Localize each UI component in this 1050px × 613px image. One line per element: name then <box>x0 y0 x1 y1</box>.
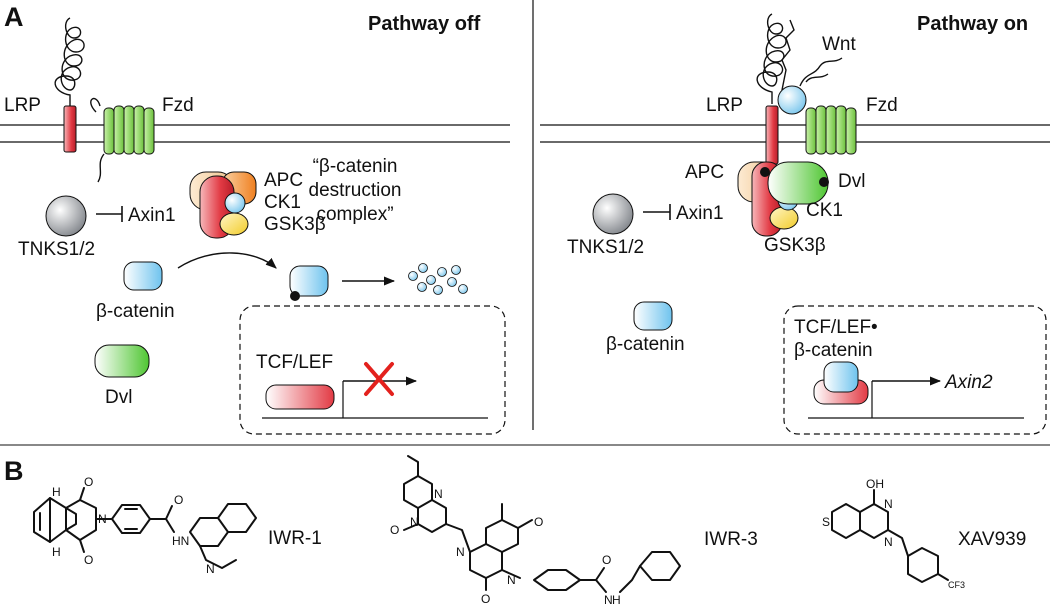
xav939-atom-cf3: CF3 <box>948 580 965 590</box>
axin2-gene-label: Axin2 <box>944 372 993 393</box>
apc-label-on: APC <box>685 162 724 183</box>
pathway-off-label: Pathway off <box>368 13 481 35</box>
ck1-label-on: CK1 <box>806 200 843 221</box>
wnt-label: Wnt <box>822 34 857 55</box>
complex-caption-line-2: destruction <box>309 180 402 201</box>
xav939-atom-n2: N <box>884 535 893 549</box>
lrp-receptor-on <box>765 105 779 165</box>
tnks-protein-on <box>592 193 634 235</box>
iwr1-structure: H H O O N O HN N IWR-1 <box>33 475 322 576</box>
iwr3-name: IWR-3 <box>704 529 758 550</box>
iwr1-name: IWR-1 <box>268 528 322 549</box>
iwr1-atom-n-imide: N <box>98 512 107 526</box>
phosphorylation-arrow <box>177 252 277 269</box>
dvl-protein <box>94 344 150 378</box>
beta-catenin-label-on: β-catenin <box>606 334 685 355</box>
tnks-label: TNKS1/2 <box>18 239 95 260</box>
xav939-structure: OH S N N CF3 XAV939 <box>822 477 1026 590</box>
dvl-label: Dvl <box>105 387 132 408</box>
beta-catenin-label: β-catenin <box>96 301 175 322</box>
iwr3-atom-2: O <box>390 523 399 537</box>
tcf-beta-catenin-complex <box>813 361 869 405</box>
iwr1-atom-h-bottom: H <box>52 545 61 559</box>
iwr3-atom-5: N <box>507 573 516 587</box>
iwr1-atom-o-top: O <box>84 475 93 489</box>
tcf-complex-label-line-1: TCF/LEF• <box>794 317 878 338</box>
iwr1-atom-h-top: H <box>52 485 61 499</box>
iwr1-atom-o-amide: O <box>174 493 183 507</box>
iwr3-atom-3: N <box>456 545 465 559</box>
complex-caption-line-1: “β-catenin <box>313 156 398 177</box>
iwr3-structure: N N O N O N O O N H IWR-3 <box>390 455 758 607</box>
axin-label-on: Axin1 <box>676 203 724 224</box>
beta-catenin-protein <box>123 261 163 291</box>
tcf-label: TCF/LEF <box>256 352 333 373</box>
iwr1-atom-o-bottom: O <box>84 553 93 567</box>
pathway-on-label: Pathway on <box>917 13 1028 35</box>
lrp-receptor <box>63 105 77 153</box>
xav939-atom-n1: N <box>884 497 893 511</box>
dvl-label-on: Dvl <box>838 171 865 192</box>
axin-label: Axin1 <box>128 205 176 226</box>
iwr3-atom-7: O <box>602 553 611 567</box>
iwr3-atom-1: N <box>434 487 443 501</box>
panel-b-letter: B <box>4 456 24 486</box>
iwr3-atom-8: N <box>604 593 613 607</box>
tnks-protein <box>45 195 87 237</box>
apc-label: APC <box>264 170 303 191</box>
phospho-beta-catenin <box>289 265 329 301</box>
iwr3-atom-6: O <box>481 592 490 606</box>
gsk-label: GSK3β <box>264 214 326 235</box>
gene-promoter-on <box>808 376 1024 419</box>
beta-catenin-protein-on <box>633 301 673 331</box>
xav939-atom-s: S <box>822 515 830 529</box>
panel-a-letter: A <box>4 2 24 32</box>
lrp-label-on: LRP <box>706 95 743 116</box>
tnks-inhibits-axin <box>96 206 123 222</box>
lrp-extracellular-loops-on <box>756 13 787 104</box>
wnt-protein <box>777 85 807 115</box>
complex-caption-line-3: complex” <box>316 204 393 225</box>
fzd-receptor <box>90 97 155 183</box>
lrp-extracellular-loops <box>54 17 85 110</box>
tcf-protein <box>265 384 335 410</box>
tnks-label-on: TNKS1/2 <box>567 237 644 258</box>
transcription-blocked-cross <box>364 362 394 396</box>
destruction-complex <box>189 171 257 239</box>
fzd-label: Fzd <box>162 95 194 116</box>
iwr1-atom-n-quinoline: N <box>206 562 215 576</box>
iwr3-atom-4: O <box>534 515 543 529</box>
iwr1-atom-nh: HN <box>172 534 189 548</box>
xav939-atom-oh: OH <box>866 477 884 491</box>
wnt-ligand <box>781 19 843 91</box>
gsk-label-on: GSK3β <box>764 235 826 256</box>
lrp-label: LRP <box>4 95 41 116</box>
iwr3-atom-0: N <box>410 515 419 529</box>
xav939-name: XAV939 <box>958 529 1026 550</box>
signalosome-complex <box>737 161 829 237</box>
tcf-complex-label-line-2: β-catenin <box>794 340 873 361</box>
tnks-inhibits-axin-on <box>643 204 671 220</box>
nucleus-on <box>783 305 1047 435</box>
destruction-complex-caption: “β-catenin destruction complex” <box>309 156 402 225</box>
fzd-receptor-on <box>805 105 857 155</box>
membrane-left <box>0 124 510 143</box>
degraded-fragments <box>408 263 468 295</box>
membrane-right <box>540 124 1050 143</box>
iwr3-atom-9: H <box>612 593 621 607</box>
fzd-label-on: Fzd <box>866 95 898 116</box>
ck1-label: CK1 <box>264 192 301 213</box>
